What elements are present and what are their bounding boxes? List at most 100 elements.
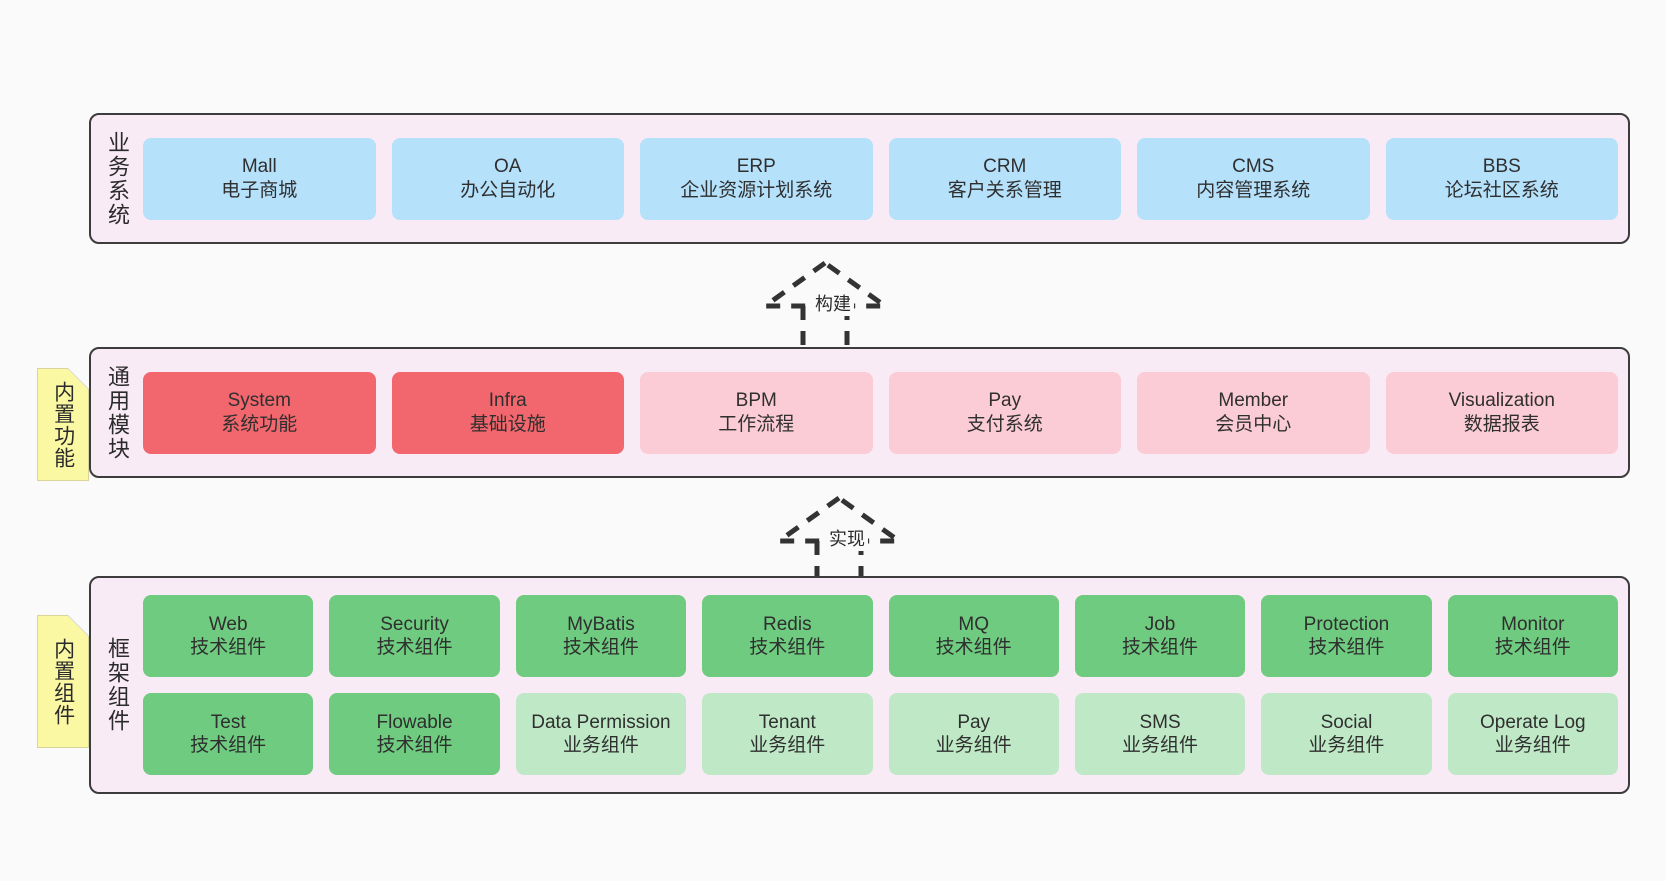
card-title-cn: 业务组件	[749, 735, 826, 756]
card-title-cn: 业务组件	[1494, 735, 1571, 756]
card-title-cn: 数据报表	[1463, 413, 1540, 435]
connector-build: 构建	[755, 258, 905, 348]
card-test[interactable]: Test 技术组件	[143, 693, 314, 775]
card-row: Test 技术组件 Flowable 技术组件 Data Permission …	[143, 693, 1618, 775]
card-pay[interactable]: Pay 支付系统	[888, 371, 1121, 454]
layer-title-business: 业务系统	[104, 130, 130, 227]
card-title-cn: 技术组件	[935, 637, 1012, 658]
connector-label-implement: 实现	[826, 525, 868, 551]
card-title-cn: 业务组件	[1308, 735, 1385, 756]
layer-body-common: System 系统功能 Infra 基础设施 BPM 工作流程 Pay 支付系统…	[143, 349, 1628, 476]
layer-panel-business[interactable]: 业务系统 Mall 电子商城 OA 办公自动化 ERP 企业资源计划系统 CRM…	[89, 113, 1630, 244]
card-title-cn: 会员中心	[1215, 413, 1292, 435]
card-title-en: BPM	[735, 390, 777, 412]
card-bpm[interactable]: BPM 工作流程	[640, 371, 873, 454]
card-title-cn: 业务组件	[1122, 735, 1199, 756]
card-title-cn: 技术组件	[376, 735, 453, 756]
card-title-en: Security	[380, 613, 449, 635]
card-row: Mall 电子商城 OA 办公自动化 ERP 企业资源计划系统 CRM 客户关系…	[143, 137, 1618, 220]
card-mybatis[interactable]: MyBatis 技术组件	[515, 595, 687, 677]
connector-label-build: 构建	[812, 290, 854, 316]
card-title-cn: 论坛社区系统	[1444, 179, 1559, 201]
card-title-cn: 支付系统	[966, 413, 1043, 435]
card-title-en: Flowable	[376, 711, 453, 733]
card-member[interactable]: Member 会员中心	[1137, 371, 1370, 454]
card-title-en: Job	[1144, 613, 1176, 635]
card-title-cn: 技术组件	[1494, 637, 1571, 658]
card-title-cn: 技术组件	[749, 637, 826, 658]
card-title-en: OA	[494, 156, 522, 178]
card-crm[interactable]: CRM 客户关系管理	[888, 137, 1121, 220]
note-builtin-features[interactable]: 内置功能	[37, 368, 89, 481]
card-title-cn: 技术组件	[376, 637, 453, 658]
card-title-en: CMS	[1232, 156, 1275, 178]
layer-body-framework: Web 技术组件 Security 技术组件 MyBatis 技术组件 Redi…	[143, 578, 1628, 792]
card-bbs[interactable]: BBS 论坛社区系统	[1385, 137, 1618, 220]
card-mall[interactable]: Mall 电子商城	[143, 137, 376, 220]
card-title-en: Social	[1320, 711, 1373, 733]
layer-panel-framework[interactable]: 框架组件 Web 技术组件 Security 技术组件 MyBatis 技术组件…	[89, 576, 1630, 794]
card-pay-component[interactable]: Pay 业务组件	[888, 693, 1059, 775]
card-title-en: Protection	[1303, 613, 1390, 635]
card-system[interactable]: System 系统功能	[143, 371, 376, 454]
note-label: 内置功能	[51, 380, 75, 469]
card-title-en: SMS	[1139, 711, 1181, 733]
card-title-en: Test	[210, 711, 246, 733]
card-data-permission[interactable]: Data Permission 业务组件	[515, 693, 687, 775]
card-security[interactable]: Security 技术组件	[329, 595, 500, 677]
layer-panel-common[interactable]: 通用模块 System 系统功能 Infra 基础设施 BPM 工作流程 Pay…	[89, 347, 1630, 478]
card-row: Web 技术组件 Security 技术组件 MyBatis 技术组件 Redi…	[143, 595, 1618, 677]
card-title-en: Data Permission	[531, 711, 671, 733]
card-flowable[interactable]: Flowable 技术组件	[329, 693, 500, 775]
card-redis[interactable]: Redis 技术组件	[702, 595, 873, 677]
note-builtin-components[interactable]: 内置组件	[37, 615, 89, 748]
card-title-en: Member	[1218, 390, 1289, 412]
card-job[interactable]: Job 技术组件	[1074, 595, 1246, 677]
card-title-en: Monitor	[1501, 613, 1565, 635]
card-title-en: Redis	[763, 613, 812, 635]
card-tenant[interactable]: Tenant 业务组件	[702, 693, 873, 775]
card-protection[interactable]: Protection 技术组件	[1261, 595, 1432, 677]
card-title-cn: 基础设施	[469, 413, 546, 435]
card-operate-log[interactable]: Operate Log 业务组件	[1447, 693, 1618, 775]
card-title-en: Visualization	[1448, 390, 1555, 412]
card-title-en: Web	[208, 613, 248, 635]
card-title-cn: 办公自动化	[460, 179, 556, 201]
card-title-cn: 技术组件	[190, 735, 267, 756]
card-title-en: Pay	[988, 390, 1022, 412]
card-cms[interactable]: CMS 内容管理系统	[1137, 137, 1370, 220]
card-title-cn: 业务组件	[562, 735, 639, 756]
card-title-en: Mall	[241, 156, 277, 178]
connector-implement: 实现	[769, 493, 919, 583]
card-title-en: System	[227, 390, 291, 412]
card-title-en: Infra	[488, 390, 527, 412]
card-infra[interactable]: Infra 基础设施	[391, 371, 624, 454]
card-title-cn: 工作流程	[718, 413, 795, 435]
card-sms[interactable]: SMS 业务组件	[1074, 693, 1246, 775]
card-title-en: MyBatis	[567, 613, 635, 635]
card-oa[interactable]: OA 办公自动化	[391, 137, 624, 220]
card-title-cn: 客户关系管理	[947, 179, 1062, 201]
card-mq[interactable]: MQ 技术组件	[888, 595, 1059, 677]
card-title-en: CRM	[983, 156, 1027, 178]
card-title-en: ERP	[736, 156, 776, 178]
card-visualization[interactable]: Visualization 数据报表	[1385, 371, 1618, 454]
card-title-cn: 技术组件	[190, 637, 267, 658]
card-title-cn: 企业资源计划系统	[680, 179, 833, 201]
card-title-en: MQ	[958, 613, 989, 635]
card-title-en: Pay	[957, 711, 991, 733]
card-web[interactable]: Web 技术组件	[143, 595, 314, 677]
card-erp[interactable]: ERP 企业资源计划系统	[640, 137, 873, 220]
note-label: 内置组件	[51, 637, 75, 726]
card-row: System 系统功能 Infra 基础设施 BPM 工作流程 Pay 支付系统…	[143, 371, 1618, 454]
page-fold-icon	[67, 615, 89, 637]
card-title-en: Tenant	[758, 711, 816, 733]
card-title-cn: 内容管理系统	[1196, 179, 1311, 201]
card-social[interactable]: Social 业务组件	[1261, 693, 1432, 775]
card-title-cn: 技术组件	[562, 637, 639, 658]
card-monitor[interactable]: Monitor 技术组件	[1447, 595, 1618, 677]
card-title-cn: 技术组件	[1308, 637, 1385, 658]
layer-body-business: Mall 电子商城 OA 办公自动化 ERP 企业资源计划系统 CRM 客户关系…	[143, 115, 1628, 242]
layer-title-common: 通用模块	[104, 364, 130, 461]
